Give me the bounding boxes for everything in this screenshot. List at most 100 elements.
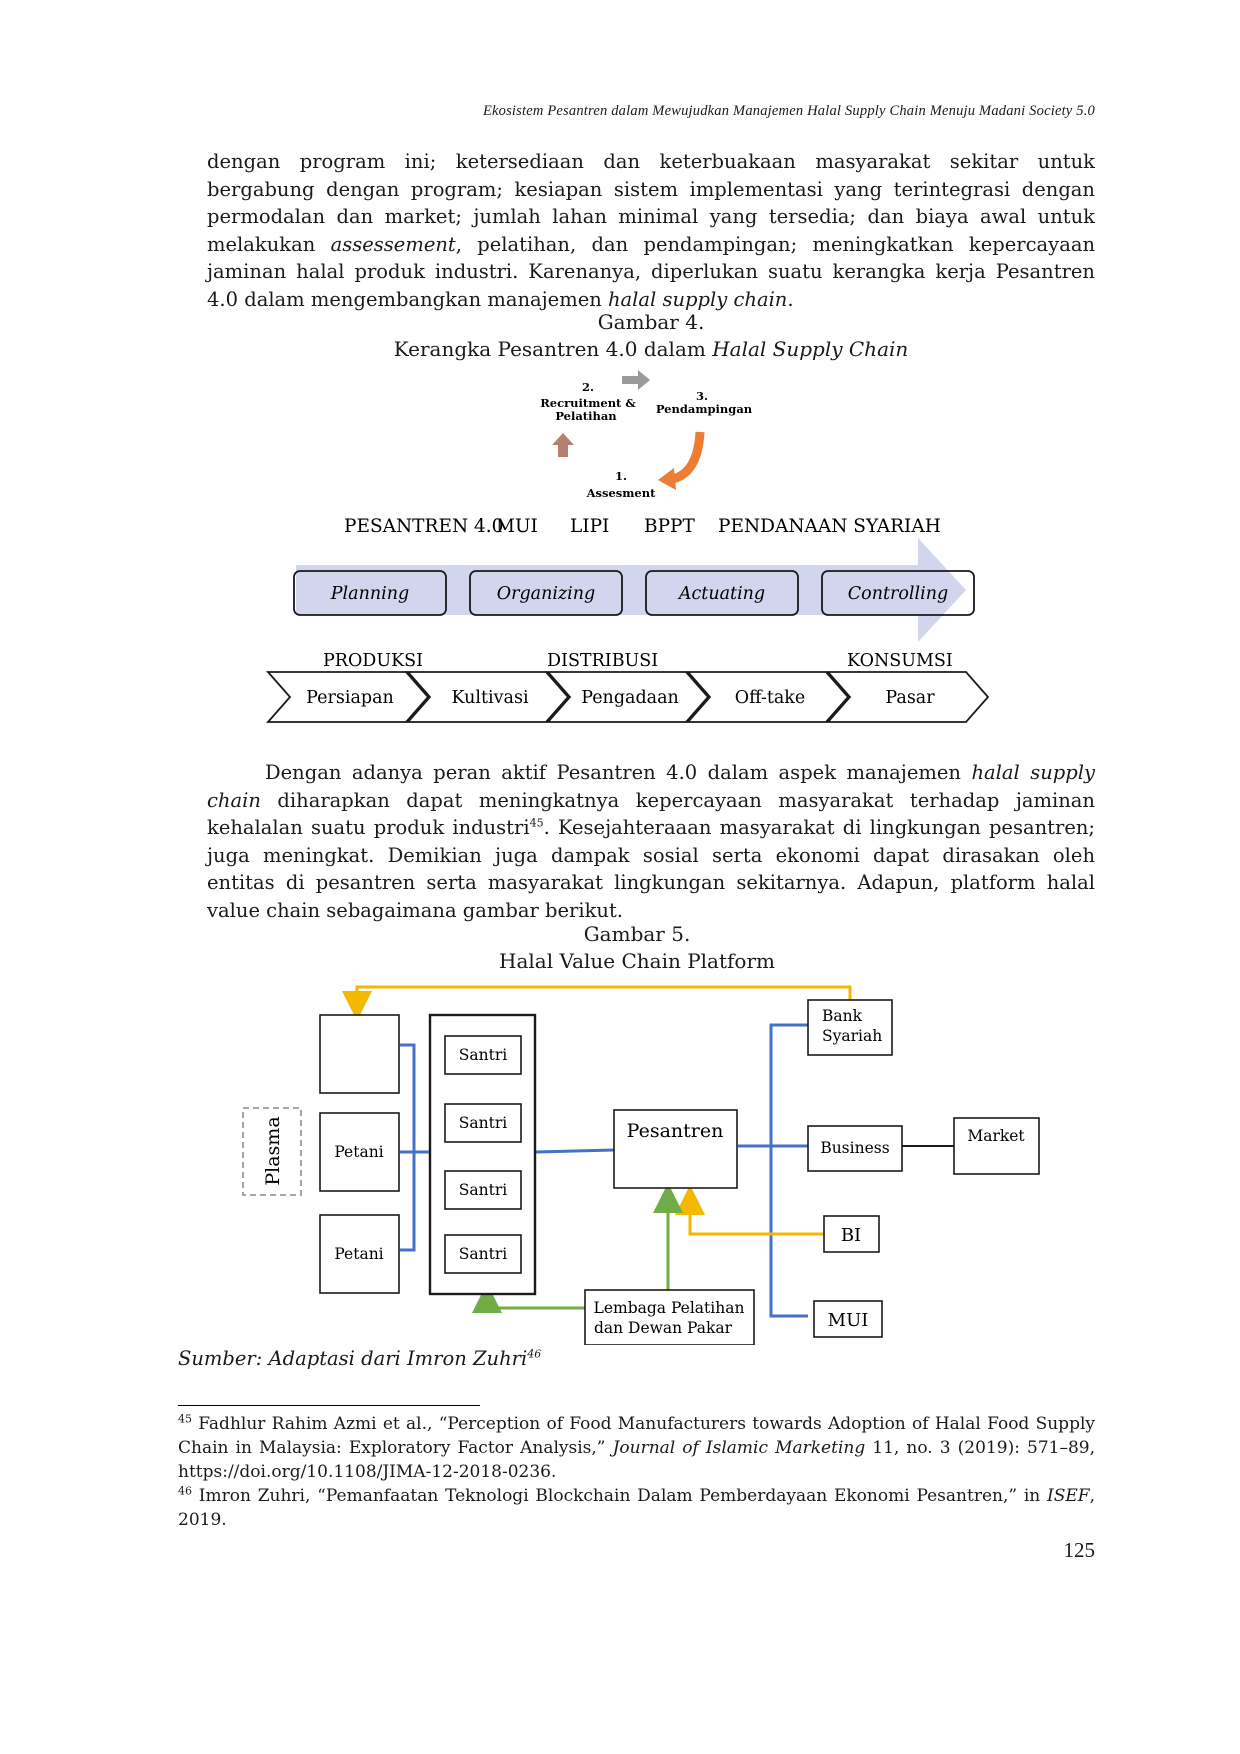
pesantren-label: Pesantren [627,1120,724,1142]
page-number: 125 [1063,1538,1096,1562]
cycle-step1-num: 1. [615,469,627,483]
footnote-46-venue: ISEF [1047,1486,1090,1506]
santri-box-4 [444,1234,522,1274]
business-label: Business [820,1139,889,1157]
connector-bank-to-farm [342,985,852,1021]
chain-persiapan: Persiapan [306,688,394,708]
box-planning [293,570,447,616]
santri-label-1: Santri [459,1046,507,1064]
chevron-pengadaan [546,671,710,723]
plasma-box [242,1107,302,1196]
actors-row: PESANTREN 4.0 MUI LIPI BPPT PENDANAAN SY… [344,516,941,537]
cycle-arrow-orange [669,431,705,484]
bank-label-1: Bank [822,1007,863,1025]
process-arrow [296,538,966,642]
connector-farms-bracket [400,1043,416,1252]
chevron-labels: Persiapan Kultivasi Pengadaan Off-take P… [306,688,935,708]
p2-italic-a: halal supply chain [207,761,1095,812]
actor-mui: MUI [496,516,538,537]
mui-box [813,1300,883,1338]
chevron-pasar [826,671,990,723]
chevron-persiapan [266,671,430,723]
connector-right-bus [769,1023,808,1318]
connector-bi-pesantren [675,1185,824,1236]
cycle-step1-label: Assesment [586,486,657,500]
footnote-45-text-a: Fadhlur Rahim Azmi et al., “Perception o… [178,1414,1095,1458]
footnote-45-text-b: 11, no. 3 (2019): 571–89, https://doi.or… [178,1438,1095,1482]
box-organizing [469,570,623,616]
p2-text-c: . Kesejahteraaan masyarakat di lingkunga… [207,816,1095,922]
footnote-46-text-b: , 2019. [178,1486,1095,1530]
cycle-arrows [552,370,705,490]
label-organizing: Organizing [497,584,596,604]
figure4-label: Gambar 4. [597,310,705,334]
paragraph-2: Dengan adanya peran aktif Pesantren 4.0 … [207,759,1095,924]
market-label: Market [967,1127,1025,1145]
footnote-ref-46[interactable]: 46 [527,1347,542,1361]
stage-distribusi: DISTRIBUSI [547,651,658,671]
cycle-step3-num: 3. [696,389,708,403]
petani-box-2 [319,1214,400,1294]
p1-text-c: . [787,287,794,311]
lembaga-label-1: Lembaga Pelatihan [594,1299,745,1317]
cycle-arrow-orange-head [658,468,676,490]
p1-italic-b: halal supply chain [608,287,788,311]
footnote-rule [178,1405,480,1406]
santri-box-3 [444,1170,522,1210]
label-actuating: Actuating [677,584,765,604]
cycle-step2-num: 2. [582,380,594,394]
cycle-step2-line1: Recruitment & [540,396,636,410]
p1-italic-a: assessement [330,232,456,256]
chain-offtake: Off-take [735,688,806,708]
footnotes: 45 Fadhlur Rahim Azmi et al., “Perceptio… [178,1412,1095,1532]
actor-lipi: LIPI [570,516,609,537]
cycle-arrow-brown [552,433,574,457]
box-actuating [645,570,799,616]
chevron-offtake [686,671,850,723]
paragraph-1: dengan program ini; ketersediaan dan ket… [207,148,1095,313]
figure4-diagram: 2. Recruitment & Pelatihan 3. Pendamping… [266,370,990,723]
bank-label-2: Syariah [822,1027,882,1045]
p2-text-b: diharapkan dapat meningkatnya kepercayaa… [207,788,1095,840]
footnote-45: 45 Fadhlur Rahim Azmi et al., “Perceptio… [178,1412,1095,1484]
stage-konsumsi: KONSUMSI [847,651,953,671]
footnote-46-text-a: Imron Zuhri, “Pemanfaatan Teknologi Bloc… [192,1486,1048,1506]
santri-box-1 [444,1035,522,1075]
petani-label-1: Petani [334,1143,383,1161]
stage-produksi: PRODUKSI [323,651,423,671]
lembaga-label-2: dan Dewan Pakar [594,1319,733,1337]
figure5-title: Halal Value Chain Platform [499,949,775,973]
figure5-label: Gambar 5. [583,922,691,946]
santri-box-2 [444,1103,522,1143]
petani-box-1 [319,1112,400,1192]
footnote-ref-45[interactable]: 45 [529,816,544,830]
santri-label-3: Santri [459,1181,507,1199]
bi-box [823,1215,880,1253]
lembaga-box [584,1289,755,1345]
p2-text-a: Dengan adanya peran aktif Pesantren 4.0 … [265,761,972,784]
p1-text-b: , pelatihan, dan pendampingan; meningkat… [207,232,1095,311]
market-box [953,1117,1040,1175]
figure4-title-text: Kerangka Pesantren 4.0 dalam [393,337,713,361]
footnote-45-num: 45 [178,1412,192,1426]
chain-pasar: Pasar [885,688,935,708]
plasma-label: Plasma [262,1116,284,1185]
pesantren-box [613,1109,738,1189]
figure-source: Sumber: Adaptasi dari Imron Zuhri46 [178,1347,541,1370]
actor-pendanaan-syariah: PENDANAAN SYARIAH [718,516,941,537]
footnote-46-num: 46 [178,1484,192,1498]
santri-label-4: Santri [459,1245,507,1263]
business-box [807,1125,903,1172]
figure5-diagram: Plasma Petani Petani Santri Santri Santr… [242,985,1040,1345]
figure5-caption: Gambar 5. Halal Value Chain Platform [467,921,807,975]
footnote-45-journal: Journal of Islamic Marketing [612,1438,866,1458]
actor-pesantren: PESANTREN 4.0 [344,516,503,537]
petani-label-2: Petani [334,1245,383,1263]
label-controlling: Controlling [848,584,948,604]
chevron-kultivasi [406,671,570,723]
management-boxes: Planning Organizing Actuating Controllin… [293,570,975,616]
footnote-46: 46 Imron Zuhri, “Pemanfaatan Teknologi B… [178,1484,1095,1532]
mui-label: MUI [828,1310,869,1331]
figure4-title: Kerangka Pesantren 4.0 dalam Halal Suppl… [207,336,1095,363]
cycle-step2-line2: Pelatihan [555,409,617,423]
